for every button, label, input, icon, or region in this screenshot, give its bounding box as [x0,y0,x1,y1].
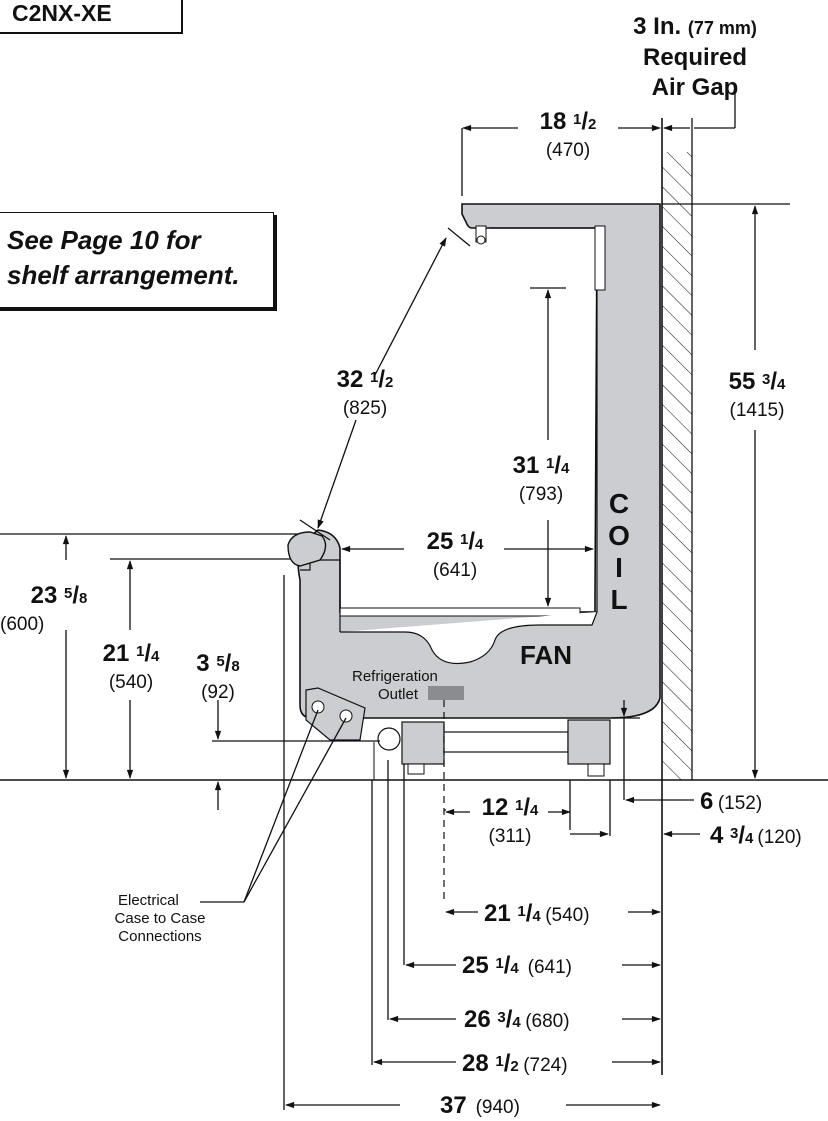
air-gap-line3: Air Gap [651,74,739,101]
coil-letter-l: L [610,584,628,615]
case-base [373,719,611,780]
fan-label: FAN [520,640,572,670]
model-number: C2NX-XE [0,0,183,34]
coil-letter-i: I [615,552,623,583]
dim-26-three-quarter: 26 3/4 (680) [464,1006,570,1033]
dim-12-quarter: 12 1/4 (311) [481,794,539,847]
electrical-line1: Electrical [118,892,179,909]
shelf-note: See Page 10 for shelf arrangement. [0,212,274,308]
dim-32-half: 32 1/2 (825) [336,366,394,419]
refrigeration-outlet-marker [428,686,464,700]
coil-letter-c: C [608,488,630,519]
case-body [287,203,661,741]
electrical-line2: Case to Case [114,910,206,927]
dim-55-three-quarter: 55 3/4 (1415) [728,368,786,421]
dimension-lines [0,90,790,1110]
dim-25-quarter-top: 25 1/4 (641) [426,528,484,581]
shelf-note-line2: shelf arrangement. [7,260,240,290]
air-gap-mm: (77 mm) [687,18,757,38]
coil-label: C O I L [604,488,634,616]
dim-18-half: 18 1/2 (470) [539,108,597,161]
air-gap-line2: Required [642,44,747,71]
air-gap-inches: 3 In. [633,13,682,40]
air-gap-label: 3 In. (77 mm) Required Air Gap [580,12,810,103]
dim-6: 6 (152) [700,788,763,815]
dim-21-quarter-left: 21 1/4 (540) [102,640,160,693]
dim-31-quarter: 31 1/4 (793) [512,452,570,505]
dim-28-half: 28 1/2 (724) [462,1050,568,1077]
dim-3-five-eighth: 3 5/8 (92) [196,650,240,703]
refrigeration-label: Refrigeration [352,668,438,685]
dim-21-quarter-bottom: 21 1/4 (540) [484,900,590,927]
outlet-label: Outlet [378,686,419,703]
shelf-note-line1: See Page 10 for [7,225,201,255]
dim-37: 37 (940) [440,1092,520,1119]
dim-23-five-eighth: 23 5/8 (600) [0,582,88,635]
wall-hatch [661,118,693,1075]
coil-letter-o: O [608,520,630,551]
dim-25-quarter-bottom: 25 1/4 (641) [462,952,572,979]
dim-4-three-quarter: 4 3/4(120) [710,822,802,849]
electrical-label: Electrical Case to Case Connections [100,892,220,946]
electrical-line3: Connections [118,928,202,945]
